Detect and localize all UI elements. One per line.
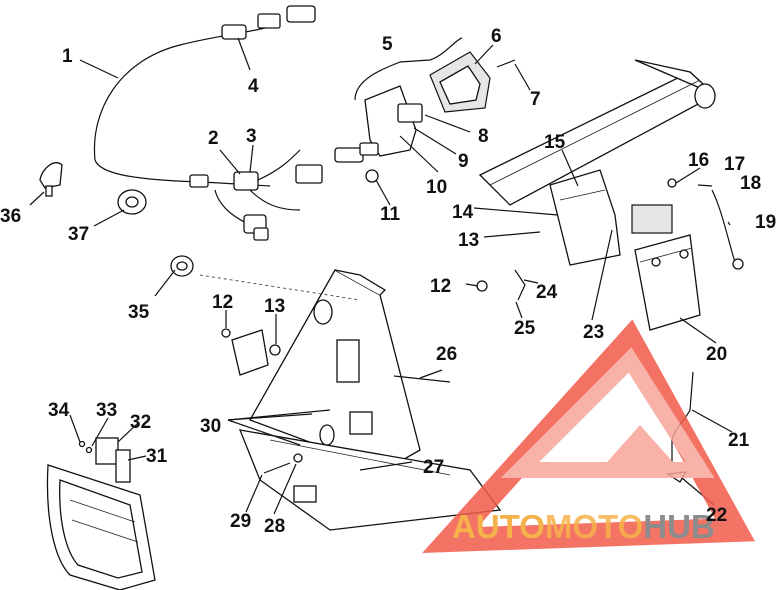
bumper-frame xyxy=(46,437,156,590)
callout-10: 10 xyxy=(426,177,447,198)
wiring-harness xyxy=(93,5,323,241)
callout-16: 16 xyxy=(688,150,709,171)
callout-3: 3 xyxy=(246,126,257,147)
callout-6: 6 xyxy=(491,26,502,47)
callout-37: 37 xyxy=(68,224,89,245)
callout-20: 20 xyxy=(706,344,727,365)
watermark-logo xyxy=(422,319,755,553)
callout-34: 34 xyxy=(48,400,70,421)
tail-light-assembly xyxy=(334,51,516,183)
callout-13b: 13 xyxy=(458,230,479,251)
callout-27: 27 xyxy=(423,457,444,478)
callout-35: 35 xyxy=(128,302,150,323)
callout-22: 22 xyxy=(706,505,727,526)
callout-17: 17 xyxy=(724,154,745,175)
center-frame xyxy=(199,269,502,531)
callout-23: 23 xyxy=(583,322,604,343)
callout-15: 15 xyxy=(544,132,566,153)
watermark-auto: AUTO xyxy=(452,508,545,545)
callout-24: 24 xyxy=(536,282,558,303)
callout-18: 18 xyxy=(740,173,761,194)
callout-25: 25 xyxy=(514,318,536,339)
callout-36: 36 xyxy=(0,206,21,227)
callout-8: 8 xyxy=(478,126,489,147)
callout-14: 14 xyxy=(452,202,474,223)
leader-lines xyxy=(29,37,733,515)
callout-13a: 13 xyxy=(264,296,285,317)
callout-30: 30 xyxy=(200,416,221,437)
small-parts xyxy=(39,162,194,277)
callout-7: 7 xyxy=(530,89,541,110)
callout-labels: 1 2 3 4 5 6 7 8 9 10 11 12 13 14 15 16 1… xyxy=(0,26,776,537)
callout-5: 5 xyxy=(382,34,393,55)
watermark-hub: HUB xyxy=(643,508,715,545)
rear-frame xyxy=(476,59,744,331)
callout-4: 4 xyxy=(248,76,259,97)
callout-9: 9 xyxy=(458,151,469,172)
callout-12a: 12 xyxy=(212,292,233,313)
callout-19: 19 xyxy=(755,212,776,233)
callout-31: 31 xyxy=(146,446,168,467)
watermark-moto: MOTO xyxy=(545,508,643,545)
callout-32: 32 xyxy=(130,412,151,433)
callout-26: 26 xyxy=(436,344,457,365)
callout-21: 21 xyxy=(728,430,750,451)
callout-29: 29 xyxy=(230,511,251,532)
callout-11: 11 xyxy=(380,204,401,225)
callout-1: 1 xyxy=(62,46,73,67)
callout-28: 28 xyxy=(264,516,285,537)
callout-33: 33 xyxy=(96,400,117,421)
callout-2: 2 xyxy=(208,128,219,149)
callout-12b: 12 xyxy=(430,276,451,297)
watermark-text: AUTOMOTOHUB xyxy=(452,508,715,545)
